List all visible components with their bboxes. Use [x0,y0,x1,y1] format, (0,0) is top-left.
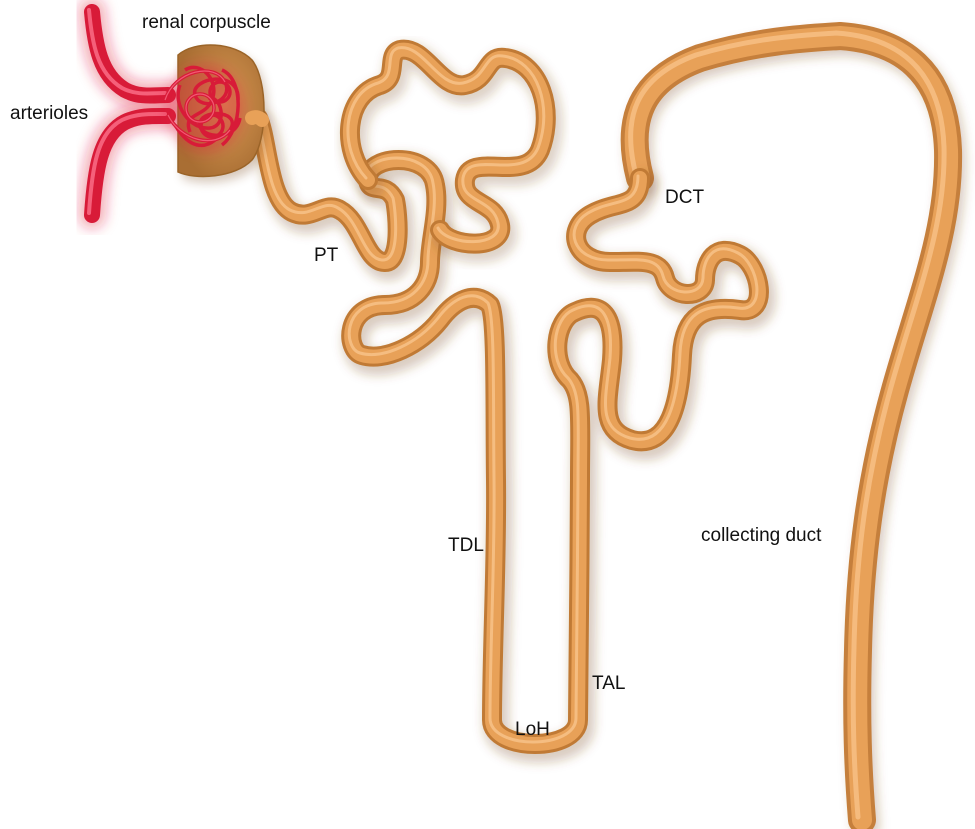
label-loh: LoH [515,720,550,739]
corpuscle-outlet [252,117,262,120]
collecting-duct-shadow [639,42,953,826]
arterioles [89,10,168,215]
label-tdl: TDL [448,536,484,555]
label-arterioles: arterioles [10,104,88,123]
label-tal: TAL [592,674,625,693]
label-dct: DCT [665,188,704,207]
label-renal-corpuscle: renal corpuscle [142,13,271,32]
nephron-tubule [256,116,763,750]
label-pt: PT [314,246,338,265]
label-collecting-duct: collecting duct [701,526,821,545]
renal-corpuscle [165,45,268,182]
